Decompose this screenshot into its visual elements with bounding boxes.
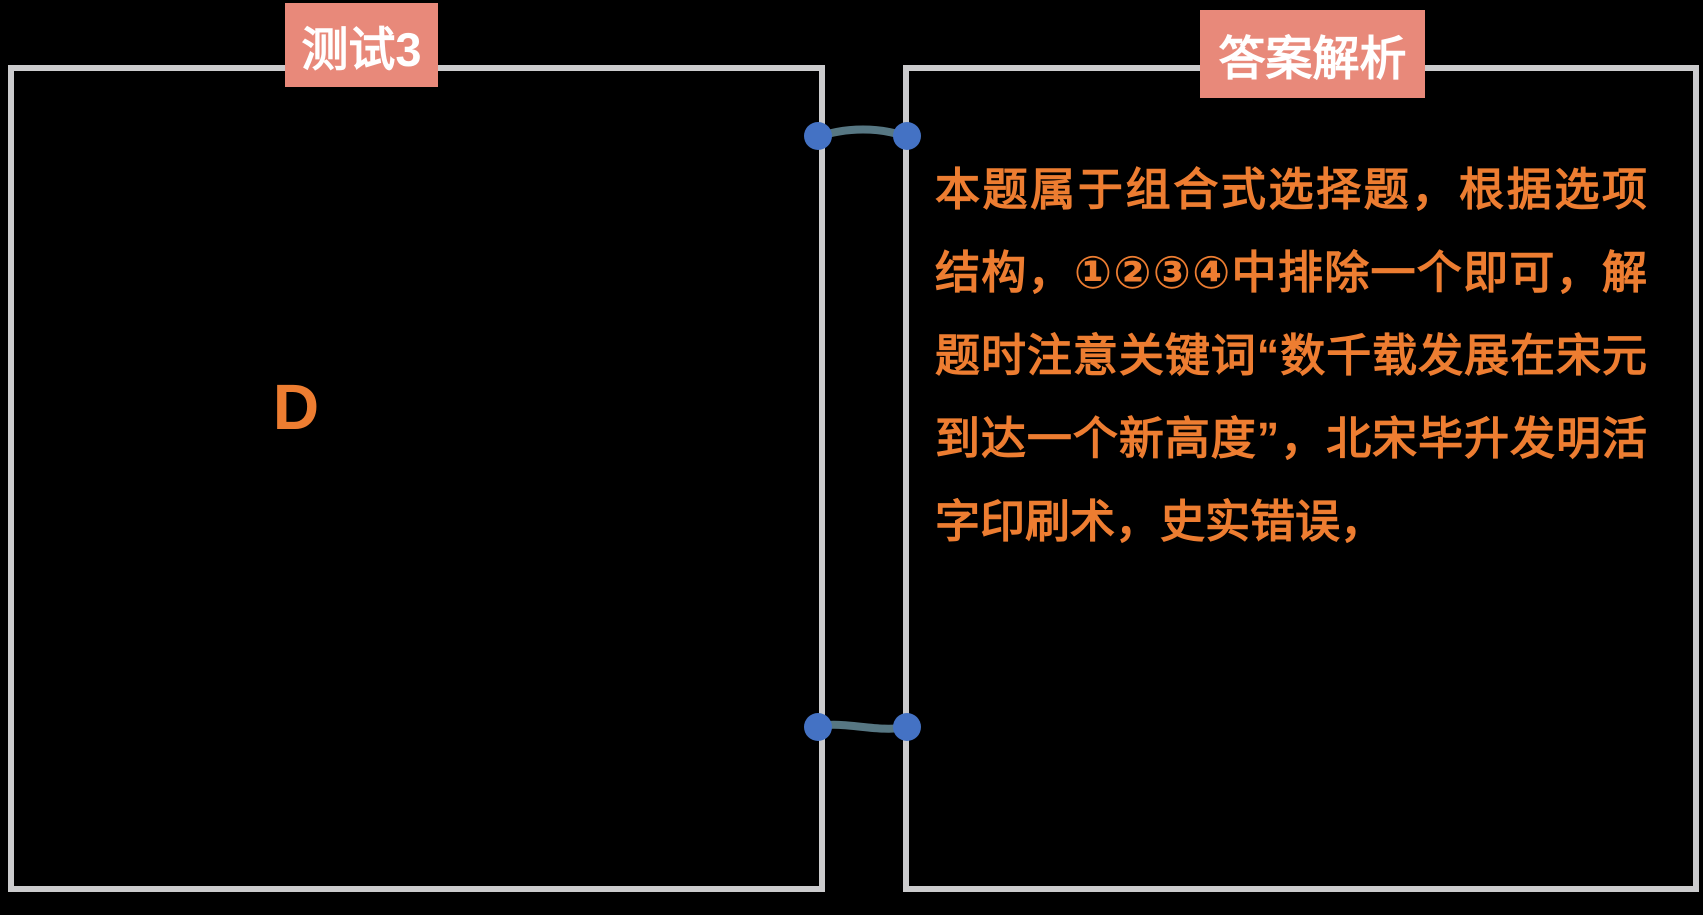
analysis-badge-label: 答案解析 — [1218, 31, 1407, 85]
connector-top-line-icon — [814, 125, 911, 141]
test-panel — [8, 65, 825, 892]
test-badge-label: 测试3 — [301, 22, 422, 76]
connector-bottom-line-icon — [814, 720, 911, 733]
test-badge: 测试3 — [285, 3, 438, 87]
answer-letter: D — [272, 371, 320, 443]
analysis-text: 本题属于组合式选择题，根据选项结构，①②③④中排除一个即可，解题时注意关键词“数… — [935, 164, 1647, 547]
analysis-badge: 答案解析 — [1200, 10, 1425, 98]
